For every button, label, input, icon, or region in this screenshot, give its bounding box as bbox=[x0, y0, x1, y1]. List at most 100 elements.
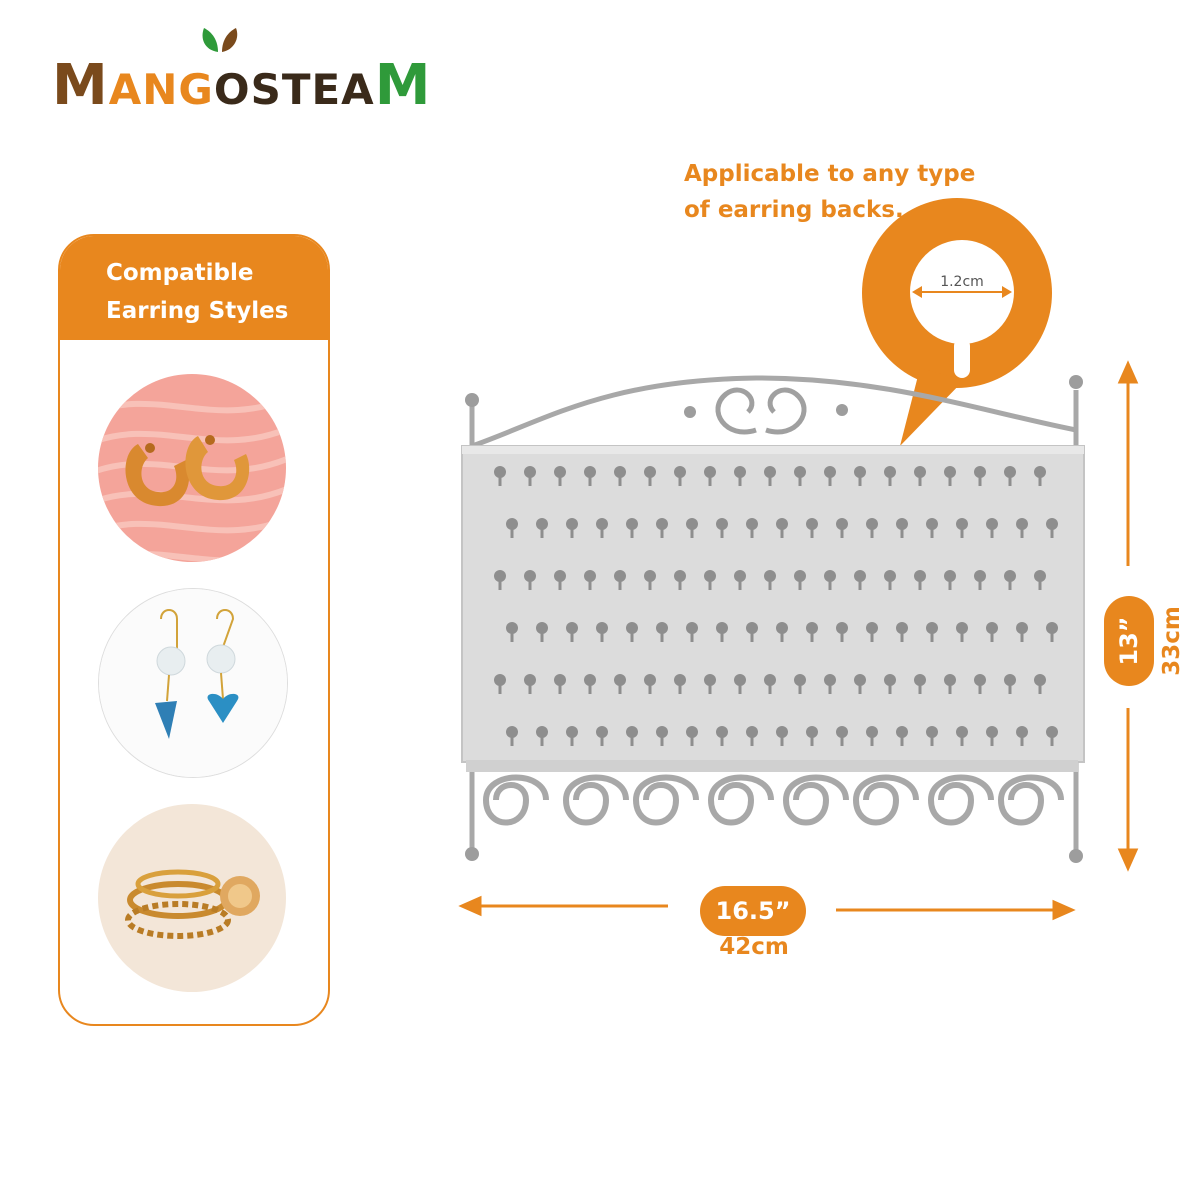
rack-hole bbox=[734, 674, 746, 686]
rack-hole bbox=[884, 570, 896, 582]
rack-hole bbox=[914, 466, 926, 478]
rack-hole-slot bbox=[870, 632, 874, 642]
rack-hole-slot bbox=[840, 632, 844, 642]
rack-hole bbox=[764, 674, 776, 686]
logo-text-g: G bbox=[178, 65, 214, 114]
compatible-styles-panel: Compatible Earring Styles bbox=[58, 234, 330, 1026]
hole-magnifier-bubble: 1.2cm bbox=[862, 198, 1052, 446]
rack-hole bbox=[716, 726, 728, 738]
earring-back-callout: Applicable to any type of earring backs. bbox=[684, 156, 975, 228]
rack-hole bbox=[506, 518, 518, 530]
rack-hole-slot bbox=[738, 684, 742, 694]
rack-hole bbox=[764, 466, 776, 478]
rack-hole-slot bbox=[918, 580, 922, 590]
rack-hole bbox=[734, 570, 746, 582]
rack-hole bbox=[554, 674, 566, 686]
rack-hole bbox=[854, 674, 866, 686]
rack-hole-slot bbox=[498, 580, 502, 590]
rack-hole-slot bbox=[810, 736, 814, 746]
rack-hole bbox=[506, 726, 518, 738]
rack-hole bbox=[1016, 622, 1028, 634]
rack-hole bbox=[596, 518, 608, 530]
rack-hole bbox=[704, 674, 716, 686]
rack-hole bbox=[704, 570, 716, 582]
rack-hole-slot bbox=[960, 632, 964, 642]
rack-hole bbox=[626, 622, 638, 634]
rack-hole bbox=[824, 570, 836, 582]
rack-hole-slot bbox=[600, 736, 604, 746]
callout-line-2: of earring backs. bbox=[684, 197, 904, 223]
rack-hole-slot bbox=[750, 528, 754, 538]
crystal-heart-drop-earrings-image bbox=[98, 588, 288, 778]
rack-hole-slot bbox=[678, 476, 682, 486]
rack-hole bbox=[1004, 570, 1016, 582]
rack-hole-slot bbox=[780, 528, 784, 538]
rack-hole-slot bbox=[858, 476, 862, 486]
rack-hole bbox=[644, 570, 656, 582]
rack-hole bbox=[986, 726, 998, 738]
rack-hole bbox=[716, 622, 728, 634]
rack-hole-slot bbox=[498, 476, 502, 486]
logo-letter-m-end: M bbox=[374, 53, 432, 118]
rack-hole-slot bbox=[708, 476, 712, 486]
rack-hole-slot bbox=[630, 528, 634, 538]
rack-hole bbox=[614, 466, 626, 478]
panel-title: Compatible Earring Styles bbox=[106, 260, 289, 324]
rack-hole-slot bbox=[648, 684, 652, 694]
height-cm-label: 33cm bbox=[1152, 596, 1192, 686]
rack-hole-slot bbox=[600, 632, 604, 642]
rack-hole bbox=[626, 518, 638, 530]
rack-hole-slot bbox=[588, 580, 592, 590]
rack-hole bbox=[536, 622, 548, 634]
rack-hole bbox=[866, 518, 878, 530]
rack-hole-slot bbox=[930, 528, 934, 538]
rack-hole-slot bbox=[918, 476, 922, 486]
rack-hole bbox=[494, 570, 506, 582]
rack-hole bbox=[956, 622, 968, 634]
rack-hole-slot bbox=[858, 684, 862, 694]
rack-hole bbox=[836, 726, 848, 738]
rack-hole-slot bbox=[510, 632, 514, 642]
rack-hole-slot bbox=[720, 736, 724, 746]
rack-hole-slot bbox=[738, 580, 742, 590]
rack-hole-slot bbox=[888, 580, 892, 590]
rack-hole-slot bbox=[630, 632, 634, 642]
rack-hole bbox=[716, 518, 728, 530]
rack-hole bbox=[776, 622, 788, 634]
rack-hole-slot bbox=[1020, 528, 1024, 538]
rack-hole bbox=[674, 674, 686, 686]
logo-text-an: AN bbox=[108, 65, 179, 114]
rack-hole-slot bbox=[750, 632, 754, 642]
rack-hole-slot bbox=[618, 476, 622, 486]
rack-hole-slot bbox=[660, 632, 664, 642]
rack-hole bbox=[674, 570, 686, 582]
rack-hole bbox=[824, 466, 836, 478]
rack-hole-slot bbox=[678, 580, 682, 590]
rack-hole-slot bbox=[558, 476, 562, 486]
rack-hole bbox=[584, 570, 596, 582]
rack-hole bbox=[656, 726, 668, 738]
rack-hole-slot bbox=[960, 736, 964, 746]
height-inches-text: 13” bbox=[1115, 616, 1143, 666]
rack-hole-slot bbox=[678, 684, 682, 694]
rack-hole bbox=[596, 622, 608, 634]
rack-hole-slot bbox=[738, 476, 742, 486]
rack-hole-slot bbox=[768, 476, 772, 486]
rack-hole bbox=[956, 518, 968, 530]
rack-hole bbox=[1046, 622, 1058, 634]
rack-hole bbox=[794, 674, 806, 686]
rack-hole-slot bbox=[978, 476, 982, 486]
rack-hole-slot bbox=[648, 580, 652, 590]
rack-hole-slot bbox=[1008, 476, 1012, 486]
rack-hole-slot bbox=[840, 528, 844, 538]
rack-hole-slot bbox=[840, 736, 844, 746]
rack-hole-slot bbox=[768, 684, 772, 694]
rack-hole-slot bbox=[1038, 580, 1042, 590]
rack-hole-slot bbox=[540, 736, 544, 746]
rack-hole-slot bbox=[510, 736, 514, 746]
rack-hole bbox=[866, 726, 878, 738]
ear-cuff-earrings-image bbox=[98, 804, 286, 992]
rack-hole bbox=[614, 674, 626, 686]
rack-hole-slot bbox=[828, 476, 832, 486]
rack-hole bbox=[986, 622, 998, 634]
